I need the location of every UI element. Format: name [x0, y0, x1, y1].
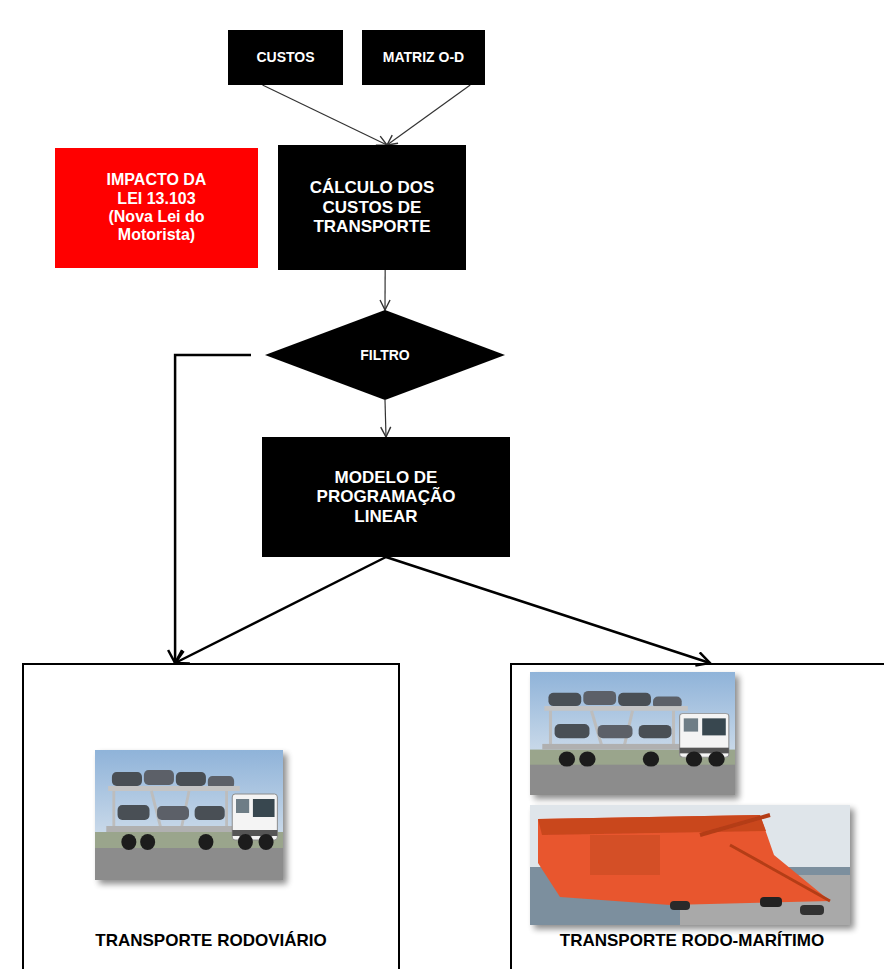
note-box: IMPACTO DA LEI 13.103 (Nova Lei do Motor…: [55, 148, 258, 268]
flow-arrow: [175, 557, 386, 663]
input-box: CUSTOS: [228, 30, 343, 85]
process-box: CÁLCULO DOS CUSTOS DE TRANSPORTE: [278, 145, 466, 270]
node-label: CUSTOS: [256, 49, 314, 65]
outcome-panel: TRANSPORTE RODO-MARÍTIMO: [510, 663, 884, 969]
node-label: TRANSPORTE RODO-MARÍTIMO: [560, 931, 824, 951]
node-label: FILTRO: [360, 347, 410, 363]
truck-photo: [530, 672, 735, 795]
node-label: CÁLCULO DOS CUSTOS DE TRANSPORTE: [297, 178, 447, 237]
outcome-panel: TRANSPORTE RODOVIÁRIO: [22, 663, 400, 969]
node-label: TRANSPORTE RODOVIÁRIO: [95, 931, 326, 951]
node-label: MODELO DE PROGRAMAÇÃO LINEAR: [306, 468, 466, 527]
flow-arrow: [384, 270, 385, 310]
process-box: MODELO DE PROGRAMAÇÃO LINEAR: [262, 437, 510, 557]
flow-arrow: [386, 557, 710, 663]
flow-arrow: [385, 400, 386, 437]
truck-photo: [95, 750, 283, 880]
flow-arrow: [263, 85, 388, 145]
roro-ship-photo: [530, 805, 850, 925]
node-label: MATRIZ O-D: [383, 49, 464, 65]
input-box: MATRIZ O-D: [362, 30, 485, 85]
flow-arrow: [387, 85, 470, 145]
node-label: IMPACTO DA LEI 13.103 (Nova Lei do Motor…: [94, 171, 219, 245]
decision-diamond: FILTRO: [265, 310, 505, 400]
flow-arrow: [175, 355, 251, 663]
